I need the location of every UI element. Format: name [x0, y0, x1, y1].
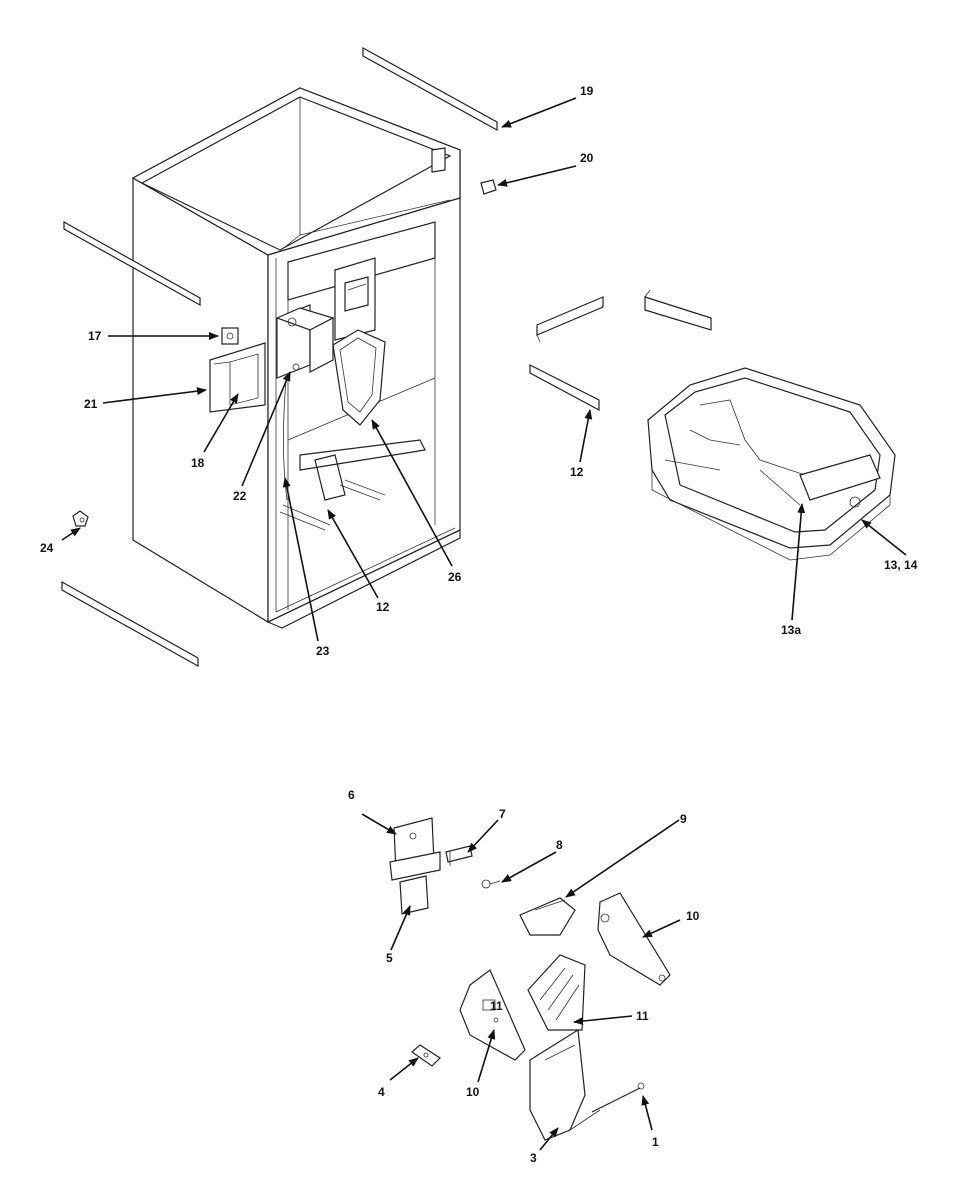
callout-5: 5 [386, 951, 393, 965]
part-1-rod [591, 1082, 645, 1113]
callout-17: 17 [88, 329, 102, 343]
callout-8: 8 [556, 838, 563, 852]
part-20-block [480, 179, 497, 195]
callout-6: 6 [348, 788, 355, 802]
callout-21: 21 [84, 397, 98, 411]
callout-18: 18 [191, 456, 205, 470]
callout-13-14: 13, 14 [884, 558, 918, 572]
callout-20: 20 [580, 151, 594, 165]
callout-1: 1 [652, 1135, 659, 1149]
callout-12-cabinet: 12 [376, 600, 390, 614]
callout-11: 11 [636, 1009, 649, 1023]
side-strip-upper [63, 220, 201, 307]
part-3-bucket [529, 1028, 601, 1141]
part-10-arm-left [459, 969, 526, 1061]
leader-lines [61, 97, 907, 1151]
part-13-ice-bin [647, 367, 896, 561]
callout-11-inner: 11 [490, 999, 503, 1013]
callout-22: 22 [233, 489, 247, 503]
callout-26: 26 [448, 570, 462, 584]
part-6-hinge [389, 817, 441, 881]
callout-9: 9 [680, 812, 687, 826]
rail-upper-right [644, 289, 712, 331]
callout-10-right: 10 [686, 909, 700, 923]
part-4-pin [411, 1044, 441, 1067]
rail-upper-left [536, 296, 604, 343]
callout-23: 23 [316, 644, 330, 658]
part-8-screw [481, 879, 501, 889]
callout-7: 7 [499, 807, 506, 821]
callout-labels: 19 20 17 21 18 22 24 23 12 26 12 13a 13,… [40, 84, 918, 1165]
part-9-bracket [519, 897, 576, 936]
part-10-arm-right [597, 892, 671, 986]
part-12-rail [529, 364, 600, 412]
cabinet-assembly [131, 87, 461, 629]
part-7-clip [445, 845, 473, 866]
callout-24: 24 [40, 541, 54, 555]
part-11-spring [527, 954, 586, 1031]
part-17-switch [221, 327, 239, 345]
part-19-strip [362, 46, 498, 132]
callout-4: 4 [378, 1085, 385, 1099]
part-24-clip [72, 510, 89, 527]
callout-10-left: 10 [466, 1085, 480, 1099]
part-21-housing [209, 342, 266, 413]
side-strip-lower [61, 580, 199, 668]
part-5-pad [399, 875, 429, 915]
callout-3: 3 [530, 1151, 537, 1165]
callout-19: 19 [580, 84, 594, 98]
callout-12-rail: 12 [570, 465, 584, 479]
callout-13a: 13a [781, 623, 801, 637]
